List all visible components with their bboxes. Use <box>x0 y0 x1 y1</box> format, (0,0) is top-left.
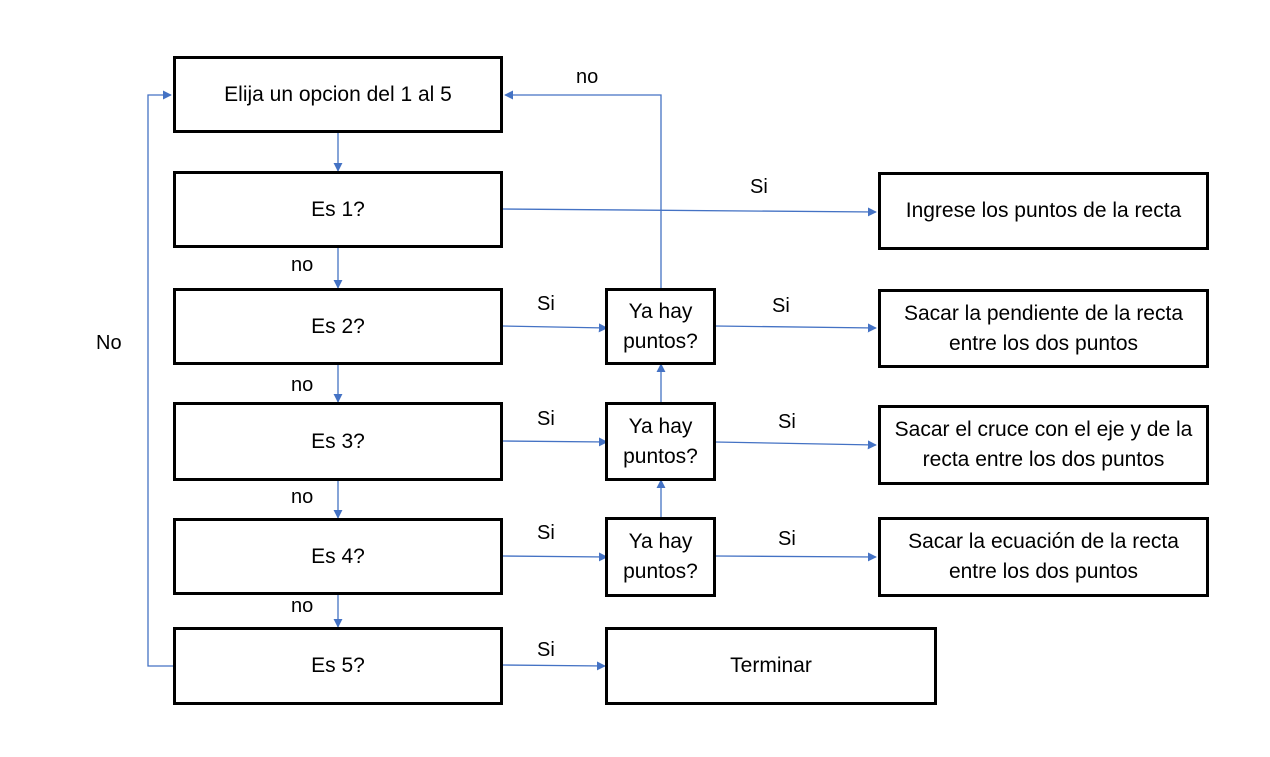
check-puntos-2: Ya hay puntos? <box>605 288 716 365</box>
label-no-q3: no <box>291 486 314 508</box>
arrow-q4-si <box>501 552 608 562</box>
action-ecuacion: Sacar la ecuación de la recta entre los … <box>878 517 1209 597</box>
label-si-check4: Si <box>778 528 796 550</box>
label-no-q1: no <box>291 254 314 276</box>
label-No-loop: No <box>96 332 122 354</box>
action-cruce-eje-y: Sacar el cruce con el eje y de la recta … <box>878 405 1209 485</box>
label-si-check3: Si <box>778 411 796 433</box>
label-no-start: no <box>576 66 599 88</box>
label-si-q2: Si <box>537 293 555 315</box>
label-no-q2: no <box>291 374 314 396</box>
arrow-q5-si <box>501 661 606 671</box>
arrow-q5-no-loop <box>147 90 175 667</box>
arrow-check2-no <box>504 90 662 288</box>
action-ingrese-puntos: Ingrese los puntos de la recta <box>878 172 1209 250</box>
decision-es-4: Es 4? <box>173 518 503 595</box>
arrow-q2-si <box>501 323 608 333</box>
check-puntos-4: Ya hay puntos? <box>605 517 716 597</box>
decision-es-5: Es 5? <box>173 627 503 705</box>
label-si-check2: Si <box>772 295 790 317</box>
arrow-q1-si <box>501 207 877 217</box>
action-pendiente: Sacar la pendiente de la recta entre los… <box>878 289 1209 368</box>
decision-es-1: Es 1? <box>173 171 503 248</box>
start-box: Elija un opcion del 1 al 5 <box>173 56 503 133</box>
label-si-q5: Si <box>537 639 555 661</box>
label-no-q4: no <box>291 595 314 617</box>
decision-es-3: Es 3? <box>173 402 503 481</box>
label-si-q3: Si <box>537 408 555 430</box>
action-terminar: Terminar <box>605 627 937 705</box>
check-puntos-3: Ya hay puntos? <box>605 402 716 481</box>
arrow-check4-si <box>714 552 877 562</box>
decision-es-2: Es 2? <box>173 288 503 365</box>
arrow-check2-si <box>714 323 877 333</box>
label-si-q1: Si <box>750 176 768 198</box>
label-si-q4: Si <box>537 522 555 544</box>
arrow-check3-si <box>714 440 877 450</box>
arrow-q3-si <box>501 437 608 447</box>
